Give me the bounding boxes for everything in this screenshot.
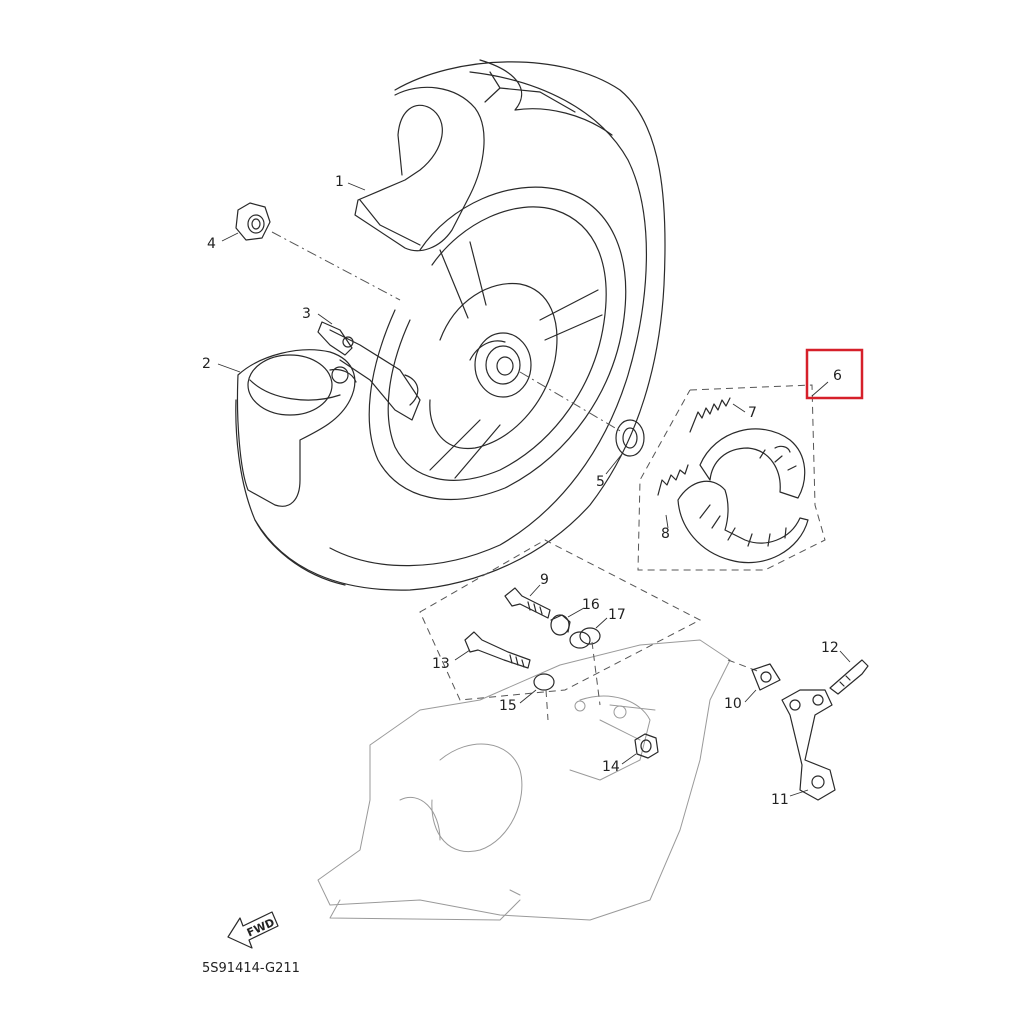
o-ring-part-15 [533,673,555,691]
engine-case-outline [317,639,731,921]
rear-wheel-and-tire [235,59,666,591]
pivot-parts-group [419,539,702,701]
nut-part-14 [634,733,659,759]
callout-7: 7 [748,405,757,421]
callout-13: 13 [432,656,450,672]
callout-14: 14 [602,759,620,775]
axle-centerline [271,231,623,433]
callout-8: 8 [661,526,670,542]
callout-12: 12 [821,640,839,656]
circlip-part-17 [569,627,601,649]
callout-10: 10 [724,696,742,712]
diagram-code: 5S91414-G211 [202,961,300,976]
nut-part-4 [235,202,271,241]
callout-5: 5 [596,474,605,490]
callout-1: 1 [335,174,344,190]
callout-17: 17 [608,607,626,623]
mount-leader-dash [545,641,761,721]
fwd-arrow-icon: FWD [227,911,279,949]
callout-6-highlight-box [805,348,864,400]
callout-15: 15 [499,698,517,714]
callout-3: 3 [302,306,311,322]
callout-16: 16 [582,597,600,613]
washer-part-10 [751,663,781,691]
callout-labels: 1 2 3 4 5 6 7 8 9 10 11 12 13 14 15 16 1… [202,174,842,808]
brake-shoe-kit-group [637,384,826,571]
callout-4: 4 [207,236,216,252]
bracket-part-11 [781,689,836,801]
callout-2: 2 [202,356,211,372]
bolt-part-3 [317,321,354,356]
fwd-label: FWD [245,916,277,940]
rear-flap-part [236,329,421,507]
mud-guard-part [354,86,485,252]
callout-6: 6 [833,368,842,384]
washer-part-5 [615,419,645,457]
bolt-part-12 [829,659,869,695]
shaft-part-9 [504,587,551,619]
shaft-part-13 [464,631,531,669]
leader-lines [217,182,851,797]
bushing-part-16 [550,614,571,636]
callout-11: 11 [771,792,789,808]
callout-9: 9 [540,572,549,588]
